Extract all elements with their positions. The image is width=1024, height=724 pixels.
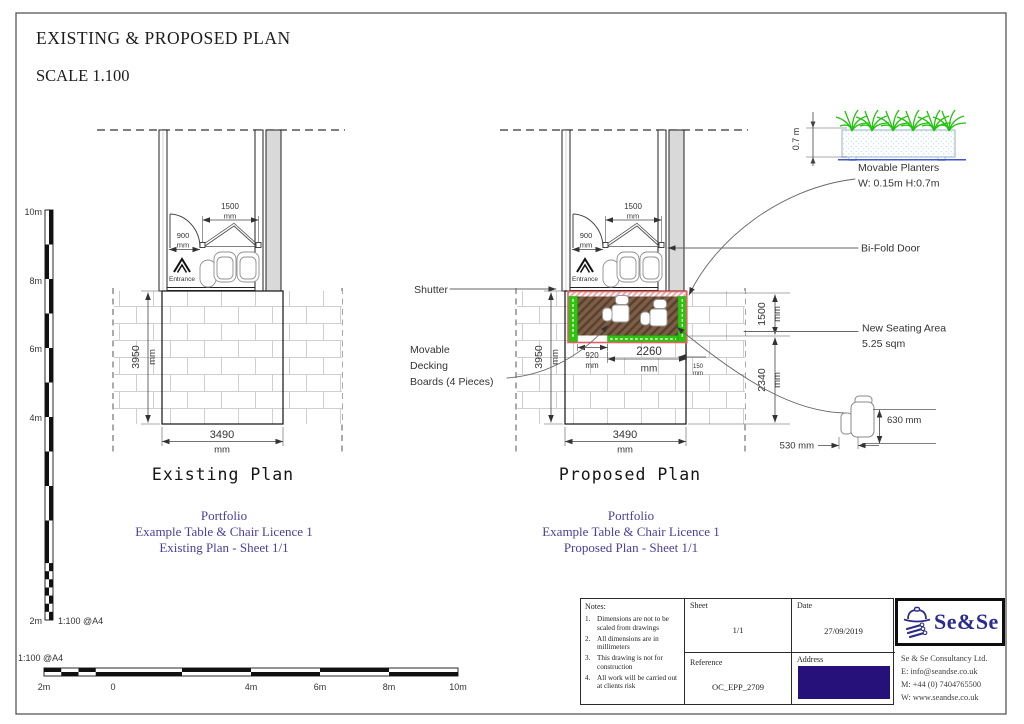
svg-text:4m: 4m [29,413,42,423]
seating-label: New Seating Area [862,323,946,335]
svg-text:6m: 6m [29,344,42,354]
proposed-plan-caption: Proposed Plan [559,465,701,484]
sheet-cell: Sheet 1/1 [684,599,791,653]
plan-unit-existing: 900 mm 1500 mm Entrance 3950 mm [97,129,345,456]
svg-text:2m: 2m [38,682,51,692]
svg-text:Decking: Decking [410,360,448,372]
decking-label: Movable [410,344,450,356]
svg-text:mm: mm [177,241,190,250]
svg-text:Example Table & Chair Licence: Example Table & Chair Licence 1 [542,524,720,539]
planter-height-dim: 0.7 m [791,128,801,151]
v-scale-ratio: 1:100 @A4 [58,616,103,626]
company-email: E: info@seandse.co.uk [901,667,978,676]
note-item: 2. All dimensions are in millimeters [585,634,659,652]
horizontal-scale-bar: 1:100 @A4 2m 0 4m 6m 8m 10m [18,653,467,692]
svg-text:Entrance: Entrance [169,276,195,283]
note-item: 1. Dimensions are not to be scaled from … [585,615,669,632]
svg-text:6m: 6m [314,682,327,692]
address-label: Address [797,655,824,664]
notes-label: Notes: [585,602,606,611]
title-block: Notes: 1. Dimensions are not to be scale… [580,598,895,705]
existing-portfolio-caption: Portfolio Example Table & Chair Licence … [135,508,313,555]
page-border [15,12,1007,715]
svg-text:10m: 10m [449,682,467,692]
svg-text:Existing Plan - Sheet 1/1: Existing Plan - Sheet 1/1 [159,540,288,555]
sheet-label: Sheet [690,601,708,610]
svg-text:5.25 sqm: 5.25 sqm [862,338,905,350]
existing-plan-caption: Existing Plan [152,465,294,484]
svg-text:mm: mm [585,361,599,370]
svg-text:3950: 3950 [130,345,142,369]
svg-text:1500: 1500 [756,302,768,326]
planters-label: Movable Planters [858,162,939,174]
date-cell: Date 27/09/2019 [791,599,895,653]
address-cell: Address [791,653,895,704]
svg-text:150: 150 [693,364,704,370]
note-item: 4. All work will be carried out at clien… [585,673,678,691]
svg-text:8m: 8m [383,682,396,692]
reference-value: OC_EPP_2709 [712,682,764,692]
svg-text:Proposed Plan - Sheet 1/1: Proposed Plan - Sheet 1/1 [564,540,698,555]
notes-cell: Notes: 1. Dimensions are not to be scale… [581,599,684,704]
svg-text:10m: 10m [24,207,42,217]
svg-text:mm: mm [641,364,658,375]
svg-text:Portfolio: Portfolio [608,508,654,523]
planter-plants [835,109,967,132]
note-item: 3. This drawing is not for construction [585,654,663,671]
svg-text:4m: 4m [245,682,258,692]
planter-elevation-detail: 0.7 m [791,109,967,166]
vertical-scale-bar: 10m 8m 6m 4m 2m 1:100 @A4 [24,207,103,626]
date-label: Date [797,601,813,610]
logo-text: Se&Se [934,609,999,634]
svg-text:mm: mm [224,212,237,221]
reference-label: Reference [690,658,723,667]
bifold-label: Bi-Fold Door [861,243,920,255]
svg-text:mm: mm [693,371,703,377]
chair-width-dim: 530 mm [780,441,814,452]
date-value: 27/09/2019 [824,626,863,636]
address-redacted-box [798,666,890,699]
svg-text:2m: 2m [29,616,42,626]
svg-text:Boards (4 Pieces): Boards (4 Pieces) [410,376,493,388]
reference-cell: Reference OC_EPP_2709 [684,653,791,704]
svg-text:2340: 2340 [756,368,768,392]
page-scale: SCALE 1.100 [36,66,130,85]
proposed-portfolio-caption: Portfolio Example Table & Chair Licence … [542,508,720,555]
proposed-dimensions: 920 mm 2260 mm 150 mm 1500 mm 2340 mm [577,292,790,425]
svg-text:1500: 1500 [221,202,239,211]
svg-text:920: 920 [585,351,599,360]
svg-text:mm: mm [147,349,158,365]
svg-text:2260: 2260 [636,346,662,358]
sheet-value: 1/1 [732,625,744,635]
shutter-band [568,292,687,297]
company-logo: Se&Se [895,598,1005,646]
company-name: Se & Se Consultancy Ltd. [901,654,988,663]
hard-hat-icon [903,606,931,639]
seating-furniture [602,295,668,327]
svg-text:3490: 3490 [210,429,234,441]
svg-text:900: 900 [177,231,190,240]
svg-text:mm: mm [214,445,230,456]
seating-area-outline [567,290,688,344]
chair-depth-dim: 630 mm [887,415,921,426]
chair-detail: 630 mm 530 mm [780,395,936,452]
svg-text:Portfolio: Portfolio [201,508,247,523]
company-info: Se & Se Consultancy Ltd. E: info@seandse… [901,652,1011,704]
svg-text:0: 0 [110,682,115,692]
svg-text:W: 0.15m H:0.7m: W: 0.15m H:0.7m [858,178,940,190]
svg-text:mm: mm [772,306,783,322]
svg-text:8m: 8m [29,276,42,286]
page-title: EXISTING & PROPOSED PLAN [36,28,291,48]
shutter-label: Shutter [414,284,448,296]
company-phone: M: +44 (0) 7404765500 [901,680,982,689]
company-website: W: www.seandse.co.uk [901,693,979,702]
new-seating-area [567,290,688,344]
svg-text:Example Table & Chair Licence: Example Table & Chair Licence 1 [135,524,313,539]
svg-text:mm: mm [772,372,783,388]
h-scale-ratio: 1:100 @A4 [18,653,63,663]
annotations: Shutter Movable Decking Boards (4 Pieces… [410,162,946,414]
